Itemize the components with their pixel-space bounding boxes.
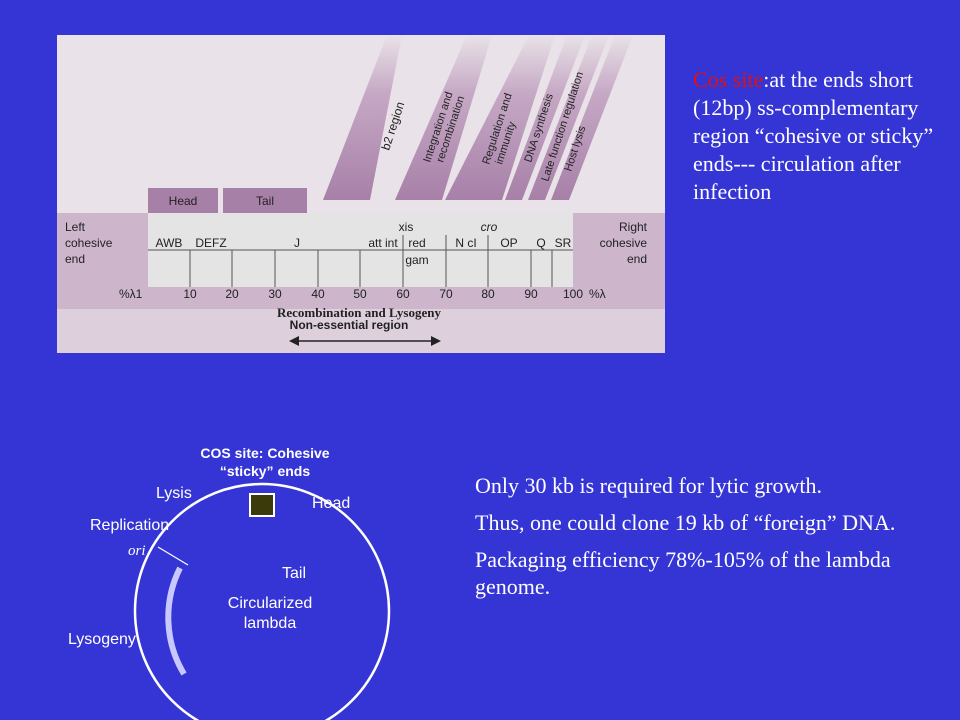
ori-pointer [157,546,189,566]
gene-j: J [294,236,300,250]
scale-start-label: %λ1 [119,287,143,301]
non-essential-arrow [289,336,441,346]
bullet-list: Only 30 kb is required for lytic growth.… [475,472,945,610]
gene-awb: AWB [156,236,183,250]
recombination-lysogeny-label: Recombination and Lysogeny [277,305,441,320]
bullet-item: Packaging efficiency 78%-105% of the lam… [475,547,891,599]
replication-label: Replication [90,517,169,534]
lysis-label: Lysis [156,485,192,502]
left-end-line-1: Left [65,220,86,234]
tail-label-circle: Tail [282,565,306,582]
regulation-stripe [445,35,555,200]
non-essential-region-label: Non-essential region [290,318,409,332]
tail-block [223,188,307,213]
b2-stripe [323,35,402,200]
bullet-item: Only 30 kb is required for lytic growth. [475,473,823,498]
gene-dividers [189,235,553,287]
head-label: Head [169,194,198,208]
bottom-area [57,309,665,353]
cos-site-box [249,493,275,517]
integration-stripe [395,35,492,200]
cos-site-description: :at the ends short (12bp) ss-complementa… [693,67,934,204]
right-end-line-3: end [627,252,647,266]
ori-label: ori [128,543,146,559]
scale-tick: 20 [225,287,239,301]
center-label-1: Circularized [228,595,312,612]
percent-scale: %λ1 10 20 30 40 50 60 70 80 90 100 %λ [119,287,606,301]
cos-site-title-1: COS site: Cohesive [200,445,329,461]
left-end-line-2: cohesive [65,236,113,250]
scale-tick: 90 [524,287,538,301]
late-function-stripe [528,35,609,200]
gene-red: red [408,236,425,250]
left-end-line-3: end [65,252,85,266]
scale-tick: 30 [268,287,282,301]
gene-q: Q [536,236,545,250]
scale-tick: 10 [183,287,197,301]
gene-gam: gam [405,253,428,267]
gene-xis: xis [399,220,414,234]
bullet-item: Thus, one could clone 19 kb of “foreign”… [475,510,896,535]
scale-tick: 50 [353,287,367,301]
scale-tick: 100 [563,287,583,301]
right-end-line-1: Right [619,220,648,234]
lysogeny-arc [165,566,187,676]
dna-synthesis-stripe [505,35,585,200]
scale-tick: 80 [481,287,495,301]
gene-defz: DEFZ [195,236,226,250]
lysogeny-label: Lysogeny [68,631,136,648]
gene-n-ci: N cI [455,236,476,250]
scale-end-label: %λ [589,287,606,301]
cos-site-note: Cos site:at the ends short (12bp) ss-com… [693,66,951,206]
scale-tick: 70 [439,287,453,301]
head-block [148,188,218,213]
gene-sr: SR [555,236,572,250]
cos-site-title-2: “sticky” ends [220,463,310,479]
gene-op: OP [500,236,517,250]
lambda-circle [133,482,391,720]
gene-att-int: att int [368,236,398,250]
tail-label: Tail [256,194,274,208]
gene-cro: cro [481,220,498,234]
cos-site-label: Cos site [693,67,764,92]
center-label-2: lambda [244,615,297,632]
host-lysis-stripe [551,35,633,200]
scale-tick: 60 [396,287,410,301]
scale-tick: 40 [311,287,325,301]
circular-lambda-map: COS site: Cohesive “sticky” ends Lysis H… [68,445,391,720]
right-end-line-2: cohesive [600,236,648,250]
lambda-genome-map: b2 region Integration and recombination … [57,35,665,353]
